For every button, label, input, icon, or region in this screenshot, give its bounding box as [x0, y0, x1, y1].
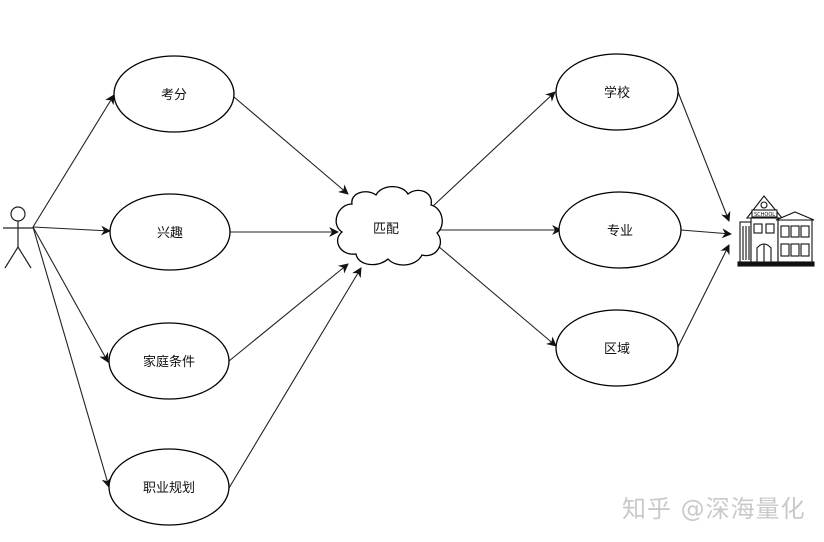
input-label-family: 家庭条件 [143, 354, 195, 370]
watermark: 知乎 @深海量化 [622, 495, 806, 523]
school-building-icon: SCHOOL [737, 195, 815, 267]
edge-family-match [228, 263, 349, 362]
edge-actor-interest [32, 225, 111, 236]
match-label: 匹配 [373, 222, 399, 237]
edge-actor-family [32, 226, 109, 363]
edges-match-to-outputs [431, 91, 562, 347]
input-label-career: 职业规划 [143, 481, 195, 496]
edge-actor-score [32, 94, 115, 228]
actor-stick-figure [3, 206, 33, 269]
edges-inputs-to-match [228, 96, 362, 489]
output-label-major: 专业 [607, 224, 633, 239]
output-node-region: 区域 [555, 309, 679, 387]
input-label-score: 考分 [161, 88, 187, 103]
edge-career-match [228, 267, 362, 489]
output-node-school: 学校 [555, 53, 679, 131]
edge-region-building [677, 244, 730, 348]
edge-major-building [680, 228, 732, 239]
input-node-interest: 兴趣 [109, 193, 231, 271]
edges-outputs-to-building [677, 91, 732, 348]
edge-school-building [677, 91, 731, 222]
output-label-region: 区域 [604, 342, 630, 357]
school-sign-text: SCHOOL [754, 212, 775, 218]
edge-actor-career [32, 226, 112, 488]
edge-match-school [431, 91, 556, 208]
match-cloud: 匹配 [335, 185, 443, 266]
input-label-interest: 兴趣 [157, 226, 183, 241]
input-node-family: 家庭条件 [108, 322, 230, 400]
edge-score-match [233, 96, 349, 195]
output-node-major: 专业 [558, 191, 682, 269]
edge-match-region [437, 245, 557, 347]
input-node-score: 考分 [113, 55, 235, 133]
input-node-career: 职业规划 [108, 448, 230, 526]
output-label-school: 学校 [604, 85, 630, 101]
edges-actor-to-inputs [32, 94, 115, 488]
